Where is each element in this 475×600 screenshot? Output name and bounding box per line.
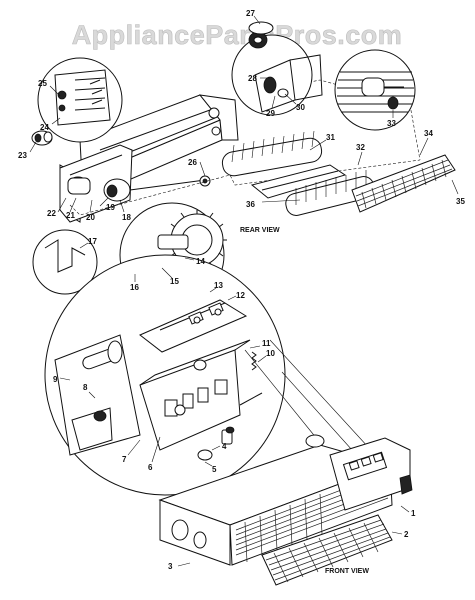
evaporator-coil [351,154,456,213]
callout-34: 34 [424,129,433,138]
callout-4: 4 [222,442,227,451]
callout-7: 7 [122,455,127,464]
callout-1: 1 [411,509,416,518]
callout-28: 28 [248,74,257,83]
callout-14: 14 [196,257,205,266]
upper-assembly [31,21,456,308]
callout-11: 11 [262,339,271,348]
callout-16: 16 [130,283,139,292]
callout-9: 9 [53,375,58,384]
callout-2: 2 [404,530,409,539]
callout-21: 21 [66,211,75,220]
callout-19: 19 [106,203,115,212]
callout-numbers: 1 2 3 4 5 6 7 8 9 10 11 12 13 14 15 16 1… [18,9,465,571]
callout-13: 13 [214,281,223,290]
rear-view-label: REAR VIEW [240,227,280,234]
callout-3: 3 [168,562,173,571]
watermark-text: AppliancePartsPros.com [72,20,403,50]
callout-32: 32 [356,143,365,152]
callout-15: 15 [170,277,179,286]
callout-10: 10 [266,349,275,358]
callout-27: 27 [246,9,255,18]
callout-17: 17 [88,237,97,246]
leader-lines [29,15,459,567]
front-view-label: FRONT VIEW [325,568,369,575]
callout-23: 23 [18,151,27,160]
callout-24: 24 [40,123,49,132]
callout-25: 25 [38,79,47,88]
blower-wheel-31 [221,130,323,177]
callout-8: 8 [83,383,88,392]
callout-35: 35 [456,197,465,206]
front-unit [158,434,413,566]
callout-5: 5 [212,465,217,474]
callout-26: 26 [188,158,197,167]
callout-20: 20 [86,213,95,222]
callout-29: 29 [266,109,275,118]
callout-12: 12 [236,291,245,300]
callout-30: 30 [296,103,305,112]
lower-assembly [44,254,413,586]
callout-22: 22 [47,209,56,218]
callout-18: 18 [122,213,131,222]
callout-33: 33 [387,119,396,128]
callout-36: 36 [246,200,255,209]
front-grille [261,514,393,586]
callout-31: 31 [326,133,335,142]
callout-6: 6 [148,463,153,472]
